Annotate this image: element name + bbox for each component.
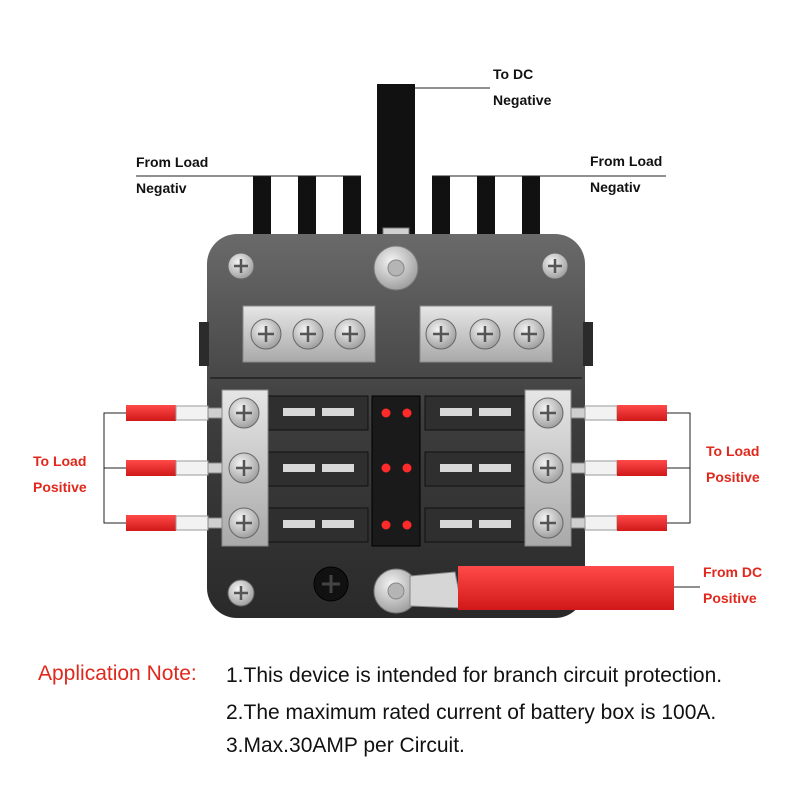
positive-terminals-right [524,389,572,547]
led-indicator [381,520,391,530]
led-indicator [381,463,391,473]
positive-wires-left [126,405,223,531]
busbar-screw [334,318,366,350]
terminal-screw [228,397,260,429]
terminal-screw [532,507,564,539]
label-to-load-positive-left: To Load Positive [33,453,87,495]
terminal-screw [532,397,564,429]
fuse-slot [267,395,369,431]
busbar-screw [425,318,457,350]
label-from-load-negative-left: From Load Negativ [136,154,209,196]
negative-stud [373,245,419,291]
busbar-screw [292,318,324,350]
wire-positive-left [126,460,223,476]
busbar-screw [250,318,282,350]
fuse-slots-right [424,395,526,543]
terminal-screw [228,452,260,484]
fuse-slot [424,507,526,543]
wire-positive-left [126,515,223,531]
leader-lines [103,87,700,588]
housing-side-tab-left [199,322,209,366]
application-note-line-3: 3.Max.30AMP per Circuit. [226,734,465,757]
application-note-line-2: 2.The maximum rated current of battery b… [226,701,717,724]
fuse-slots-left [267,395,369,543]
fuse-slot [267,507,369,543]
application-note-line-1: 1.This device is intended for branch cir… [226,664,723,687]
application-note-heading: Application Note: [38,662,197,685]
negative-busbar-right [419,305,553,363]
positive-stud [373,568,419,614]
led-indicator [402,463,412,473]
mounting-screw-bottom-left [227,579,255,607]
label-from-dc-positive: From DC Positive [703,564,763,606]
led-indicator [402,408,412,418]
busbar-screw [513,318,545,350]
housing-side-tab-right [583,322,593,366]
fuse-slot [267,451,369,487]
wire-positive-right [570,405,667,421]
wire-dc-positive [409,566,674,610]
terminal-screw [228,507,260,539]
wire-positive-right [570,515,667,531]
label-to-load-positive-right: To Load Positive [706,443,760,485]
fuse-slot [424,451,526,487]
positive-terminals-left [221,389,269,547]
led-indicator-strip [371,395,421,547]
negative-busbar-left [242,305,376,363]
wire-dc-negative [377,84,415,255]
busbar-screw [469,318,501,350]
label-to-dc-negative: To DC Negative [493,66,552,108]
fuse-slot [424,395,526,431]
wire-positive-right [570,460,667,476]
led-indicator [381,408,391,418]
label-from-load-negative-right: From Load Negativ [590,153,663,195]
mounting-screw-bottom-center-dark [313,566,349,602]
mounting-screw-top-right [541,252,569,280]
led-indicator [402,520,412,530]
terminal-screw [532,452,564,484]
positive-wires-right [570,405,667,531]
wire-positive-left [126,405,223,421]
mounting-screw-top-left [227,252,255,280]
